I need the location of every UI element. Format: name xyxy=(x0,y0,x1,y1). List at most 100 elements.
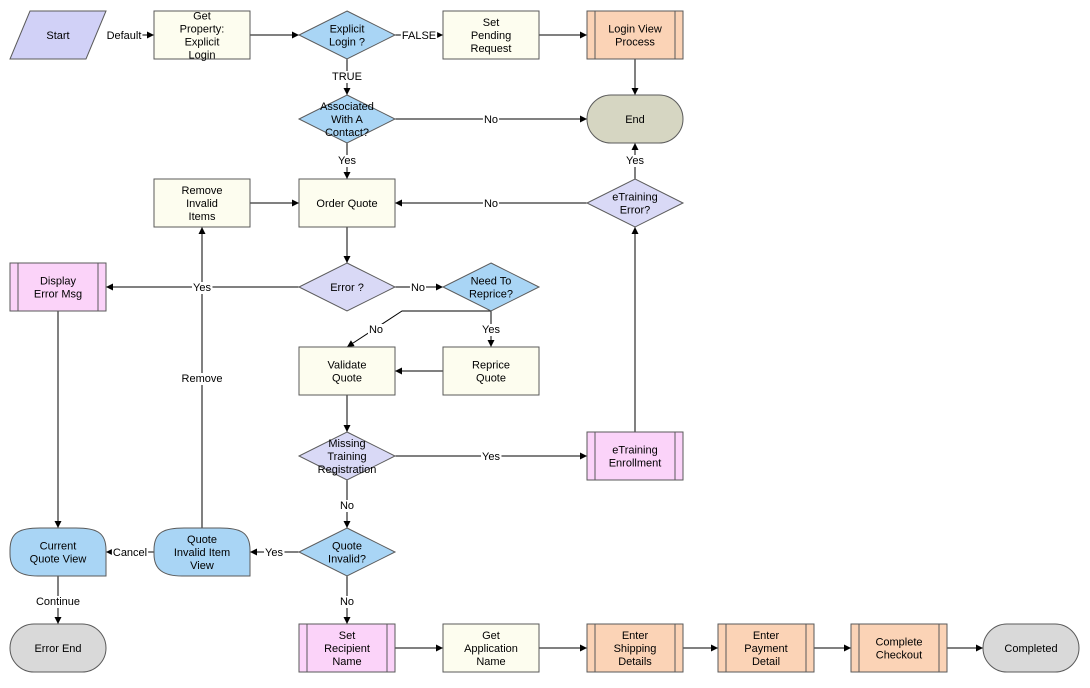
node-error-end[interactable]: Error End xyxy=(9,623,107,673)
edge-label-text: No xyxy=(411,282,425,294)
edge-label: No xyxy=(482,114,500,126)
node-start[interactable]: Start xyxy=(9,10,107,60)
node-label-line: Explicit xyxy=(330,24,365,36)
node-shape xyxy=(442,346,540,396)
node-label-line: Completed xyxy=(1004,643,1057,655)
edge-label-text: Yes xyxy=(193,282,211,294)
edge-label-text: Continue xyxy=(36,596,80,608)
node-shape xyxy=(442,623,540,673)
edge-label: Yes xyxy=(625,155,646,167)
edge-label-text: No xyxy=(484,198,498,210)
node-label-line: Complete xyxy=(875,637,922,649)
node-shape xyxy=(153,527,251,577)
edge-label: No xyxy=(409,282,427,294)
node-end[interactable]: End xyxy=(586,94,684,144)
node-shape xyxy=(298,346,396,396)
edge-label-bg xyxy=(337,155,358,167)
node-shape xyxy=(9,262,107,312)
node-label-line: Contact? xyxy=(325,127,369,139)
node-label-line: Display xyxy=(40,276,77,288)
node-label-line: Explicit xyxy=(185,37,220,49)
node-label-line: Reprice xyxy=(472,360,510,372)
edge-label: FALSE xyxy=(400,30,438,42)
node-label-line: Invalid xyxy=(186,198,218,210)
edge-label-bg xyxy=(482,114,500,126)
edge-label: Continue xyxy=(34,596,82,608)
node-label-line: Set xyxy=(483,17,500,29)
node-shape xyxy=(586,623,684,673)
node-shape xyxy=(297,527,397,577)
node-label-line: Quote View xyxy=(30,554,87,566)
node-label-line: Associated xyxy=(320,101,374,113)
edge-label: No xyxy=(367,324,385,336)
edge-label-text: Yes xyxy=(482,324,500,336)
edge-label-bg xyxy=(481,451,502,463)
node-label-line: Reprice? xyxy=(469,289,513,301)
edge-label-text: No xyxy=(340,500,354,512)
node-completed[interactable]: Completed xyxy=(982,623,1080,673)
edge-label-bg xyxy=(192,282,213,294)
edge-label-text: Yes xyxy=(482,451,500,463)
node-shape xyxy=(850,623,948,673)
node-shape xyxy=(9,527,107,577)
node-label-line: Checkout xyxy=(876,650,922,662)
edge-label-bg xyxy=(625,155,646,167)
edge-label-text: FALSE xyxy=(402,30,436,42)
edge-label-bg xyxy=(180,373,224,385)
node-label-line: Login xyxy=(189,50,216,62)
node-label-line: Quote xyxy=(187,534,217,546)
node-shape xyxy=(297,262,397,312)
node-label-line: Request xyxy=(471,43,512,55)
node-label-line: Items xyxy=(189,211,216,223)
edge-label: Yes xyxy=(264,547,285,559)
edge-label-text: No xyxy=(369,324,383,336)
node-shape xyxy=(442,10,540,60)
node-label-line: Login ? xyxy=(329,37,365,49)
edge-label-text: Yes xyxy=(265,547,283,559)
edge-label-bg xyxy=(105,30,143,42)
edge-label: Remove xyxy=(180,373,224,385)
node-label-line: With A xyxy=(331,114,363,126)
edge-need_reprice-to-validate_quote xyxy=(346,310,491,348)
node-label-line: Login View xyxy=(608,24,662,36)
edge-label-bg xyxy=(338,596,356,608)
node-shape xyxy=(441,262,541,312)
node-label-line: eTraining xyxy=(612,445,657,457)
node-order-quote[interactable]: Order Quote xyxy=(298,178,396,228)
node-error-q[interactable]: Error ? xyxy=(297,262,397,312)
node-shape xyxy=(153,10,251,60)
node-label-line: Error End xyxy=(34,643,81,655)
node-label-line: Order Quote xyxy=(316,198,377,210)
edge-label: Cancel xyxy=(111,547,149,559)
node-shape xyxy=(982,623,1080,673)
edge-label: Yes xyxy=(481,324,502,336)
edge-label: Yes xyxy=(192,282,213,294)
node-label-line: Need To xyxy=(471,276,512,288)
edge-label-text: Default xyxy=(107,30,142,42)
node-shape xyxy=(298,178,396,228)
edge-label: TRUE xyxy=(331,71,363,83)
edge-label: Default xyxy=(105,30,143,42)
